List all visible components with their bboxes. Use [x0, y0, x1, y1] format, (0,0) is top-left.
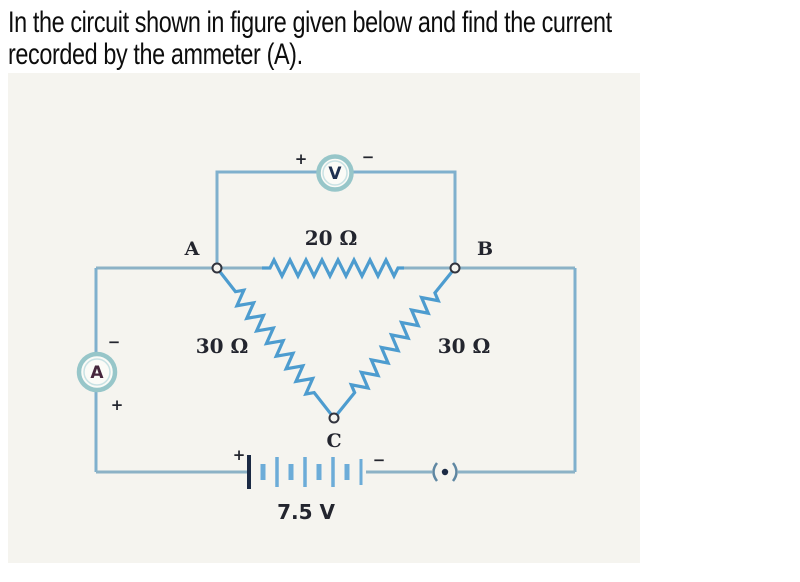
voltmeter-symbol: V [328, 164, 342, 184]
node-b-label: B [477, 238, 493, 260]
battery-voltage-label: 7.5 V [277, 500, 335, 524]
battery-plus-sign: + [233, 446, 246, 464]
circuit-diagram: V + − A − + A B C 20 Ω 30 Ω 30 Ω + − 7.5… [76, 148, 577, 524]
switch-key [432, 462, 458, 482]
battery-7-5v [247, 455, 363, 489]
ammeter-minus-sign: − [108, 333, 121, 351]
node-c-label: C [326, 430, 341, 452]
node-a-dot [211, 262, 223, 274]
switch-left-paren [432, 462, 439, 482]
voltmeter-plus-sign: + [295, 150, 308, 168]
voltmeter-minus-sign: − [362, 148, 375, 166]
resistor-30-ohm-left-label: 30 Ω [196, 334, 249, 358]
circuit-figure-panel: V + − A − + A B C 20 Ω 30 Ω 30 Ω + − 7.5… [8, 73, 640, 563]
resistor-30-ohm-left [215, 267, 336, 419]
voltmeter: V + − [295, 148, 375, 192]
ammeter: A − + [76, 333, 124, 414]
battery-minus-sign: − [373, 451, 386, 469]
switch-right-paren [451, 462, 458, 482]
question-text: In the circuit shown in figure given bel… [8, 7, 782, 70]
node-a-label: A [184, 238, 200, 260]
node-b-dot [449, 262, 461, 274]
resistor-30-ohm-right [332, 266, 457, 420]
resistor-30-ohm-right-label: 30 Ω [438, 334, 491, 358]
node-c-dot [328, 412, 340, 424]
question-line-2: recorded by the ammeter (A). [8, 37, 303, 71]
resistor-20-ohm-label: 20 Ω [305, 226, 358, 250]
question-line-1: In the circuit shown in figure given bel… [8, 6, 612, 39]
switch-dot [441, 468, 449, 476]
ammeter-symbol: A [90, 363, 104, 383]
resistor-20-ohm [262, 256, 404, 280]
ammeter-plus-sign: + [111, 396, 124, 414]
